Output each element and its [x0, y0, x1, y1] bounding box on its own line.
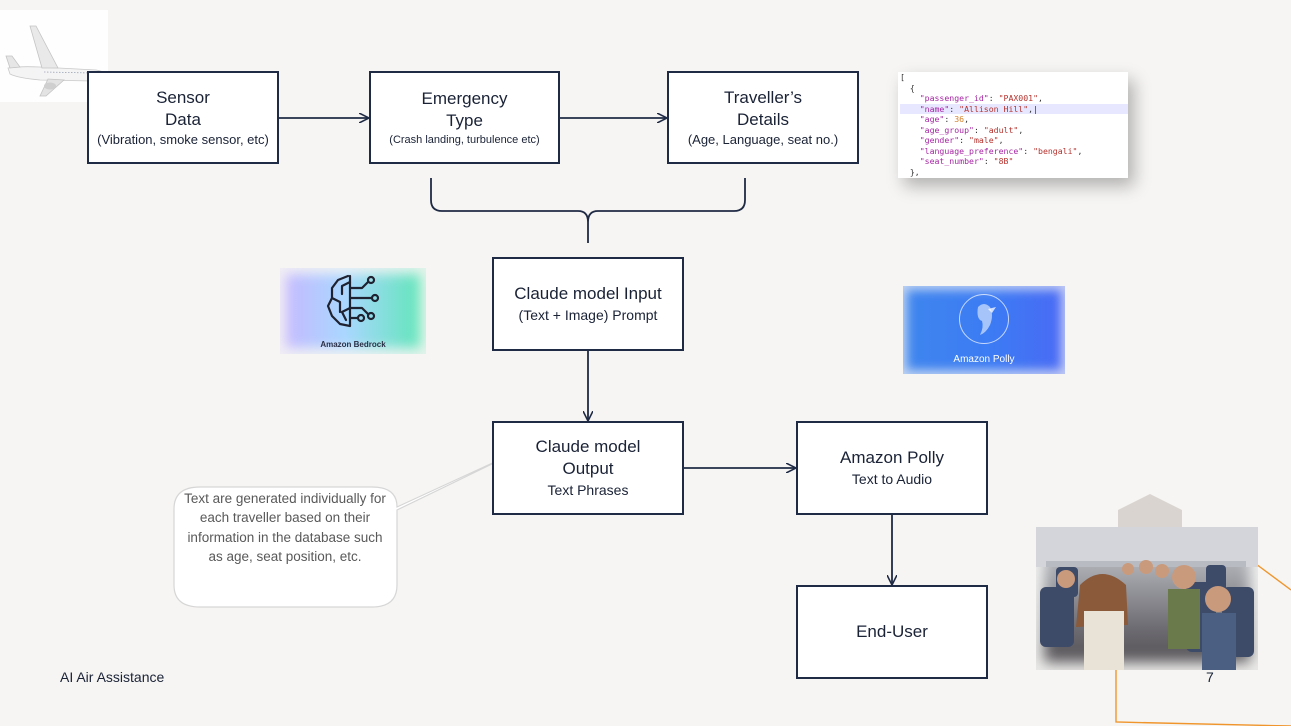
json-field: "age": 36,	[919, 114, 970, 124]
callout-text: Text are generated individually for each…	[184, 491, 386, 565]
json-field: "language_preference": "bengali",	[919, 145, 1083, 156]
node-polly-title: Amazon Polly	[840, 448, 944, 467]
node-claude-output-title-1: Claude model	[535, 437, 641, 456]
node-emergency-title-2: Type	[446, 110, 483, 130]
node-sensor-detail: (Vibration, smoke sensor, etc)	[97, 131, 269, 147]
callout-bubble	[173, 447, 526, 608]
bedrock-label: Amazon Bedrock	[320, 340, 386, 349]
polly-parrot-icon	[959, 294, 1009, 344]
polly-label: Amazon Polly	[953, 354, 1015, 365]
json-field: "passenger_id": "PAX001",	[919, 93, 1043, 103]
node-traveller-title-1: Traveller’s	[723, 87, 803, 107]
json-field: "name": "Allison Hill",|	[900, 103, 1128, 114]
json-open-brace: {	[900, 82, 915, 93]
footer-title: AI Air Assistance	[60, 669, 165, 685]
node-sensor-data: Sensor Data (Vibration, smoke sensor, et…	[87, 71, 279, 164]
node-claude-input-detail: (Text + Image) Prompt	[518, 307, 658, 323]
merge-brace	[430, 178, 746, 243]
node-traveller-title-2: Details	[737, 109, 789, 129]
node-claude-input-title: Claude model Input	[514, 284, 662, 303]
decor-hexagon	[1118, 494, 1182, 534]
node-emergency-detail: (Crash landing, turbulence etc)	[389, 133, 540, 146]
node-claude-output: Claude model Output Text Phrases	[492, 421, 684, 515]
node-sensor-title-2: Data	[165, 109, 201, 129]
node-emergency-title-1: Emergency	[421, 88, 508, 108]
node-end-user-title: End-User	[856, 622, 928, 641]
node-amazon-polly: Amazon Polly Text to Audio	[796, 421, 988, 515]
amazon-bedrock-logo: Amazon Bedrock	[280, 268, 426, 354]
node-sensor-title-1: Sensor	[156, 87, 210, 107]
node-emergency-type: Emergency Type (Crash landing, turbulenc…	[369, 71, 560, 164]
node-end-user: End-User	[796, 585, 988, 679]
json-field: "age_group": "adult",	[919, 124, 1024, 135]
node-traveller-details: Traveller’s Details (Age, Language, seat…	[667, 71, 859, 164]
page-number: 7	[1206, 669, 1214, 685]
node-claude-output-title-2: Output	[562, 459, 614, 478]
json-field: "seat_number": "8B"	[919, 156, 1014, 166]
passenger-json-snippet: [ { "passenger_id": "PAX001", "name": "A…	[898, 72, 1128, 178]
json-close-brace: },	[900, 166, 920, 177]
amazon-polly-logo: Amazon Polly	[903, 286, 1065, 374]
node-claude-input: Claude model Input (Text + Image) Prompt	[492, 257, 684, 351]
json-field: "gender": "male",	[919, 135, 1004, 145]
json-open-bracket: [	[900, 72, 905, 82]
bedrock-brain-icon	[326, 274, 380, 328]
node-claude-output-detail: Text Phrases	[547, 482, 629, 498]
decor-orange-diagonal	[1255, 563, 1291, 591]
node-polly-detail: Text to Audio	[851, 471, 933, 487]
node-traveller-detail: (Age, Language, seat no.)	[687, 131, 839, 147]
panicked-passengers-photo	[1036, 527, 1258, 670]
decor-orange-line	[1115, 668, 1291, 726]
